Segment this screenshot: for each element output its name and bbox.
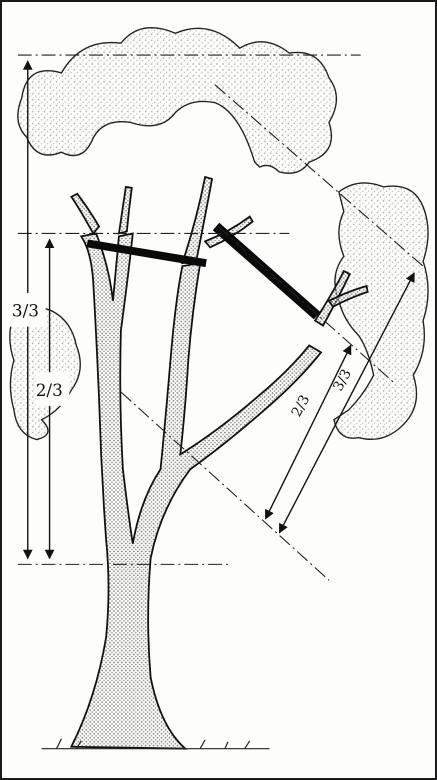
label-left-total: 3/3 (12, 301, 39, 321)
label-right-part: 2/3 (289, 392, 314, 419)
cable-right (216, 227, 317, 316)
tree-trunk (71, 177, 367, 749)
label-right-total: 3/3 (330, 367, 355, 394)
label-left-part: 2/3 (36, 380, 63, 400)
